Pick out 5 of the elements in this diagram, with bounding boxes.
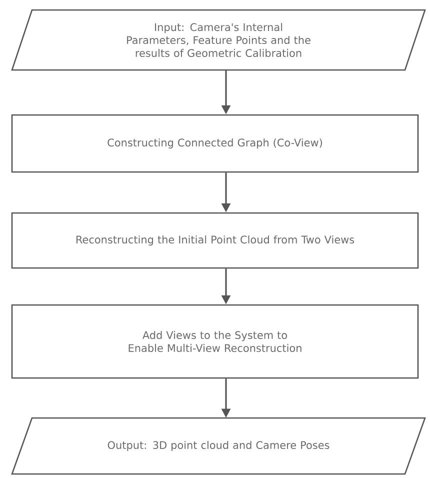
parallelogram-box: Input: Camera's Internal Parameters, Feature Points and the results of Geometric Calibration bbox=[11, 9, 426, 71]
process-box: Constructing Connected Graph (Co-View) bbox=[11, 114, 419, 173]
process-box: Add Views to the System to Enable Multi-View Reconstruction bbox=[11, 304, 419, 379]
process-box: Reconstructing the Initial Point Cloud from Two Views bbox=[11, 212, 419, 269]
parallelogram-box: Output: 3D point cloud and Camere Poses bbox=[11, 417, 426, 475]
